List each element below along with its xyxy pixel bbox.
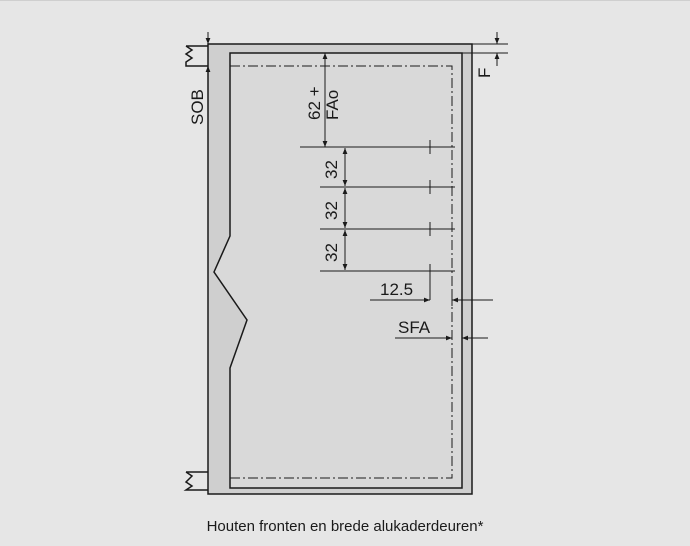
offset-label: 12.5 (380, 280, 413, 299)
spacing-label-2: 32 (322, 201, 341, 220)
f-dimension-label: F (475, 68, 494, 78)
spacing-label-3: 32 (322, 243, 341, 262)
wall-stub-top (184, 45, 208, 67)
spacing-label-1: 32 (322, 160, 341, 179)
reference-outline (230, 65, 453, 479)
top-divider (0, 0, 690, 1)
sfa-label: SFA (398, 318, 431, 337)
figure-caption: Houten fronten en brede alukaderdeuren* (206, 518, 484, 535)
fao-label-line1: 62 + (305, 86, 324, 120)
fao-label-line2: FAo (323, 90, 342, 120)
sob-dimension-label: SOB (188, 89, 207, 125)
wall-stub-bottom (183, 471, 208, 491)
